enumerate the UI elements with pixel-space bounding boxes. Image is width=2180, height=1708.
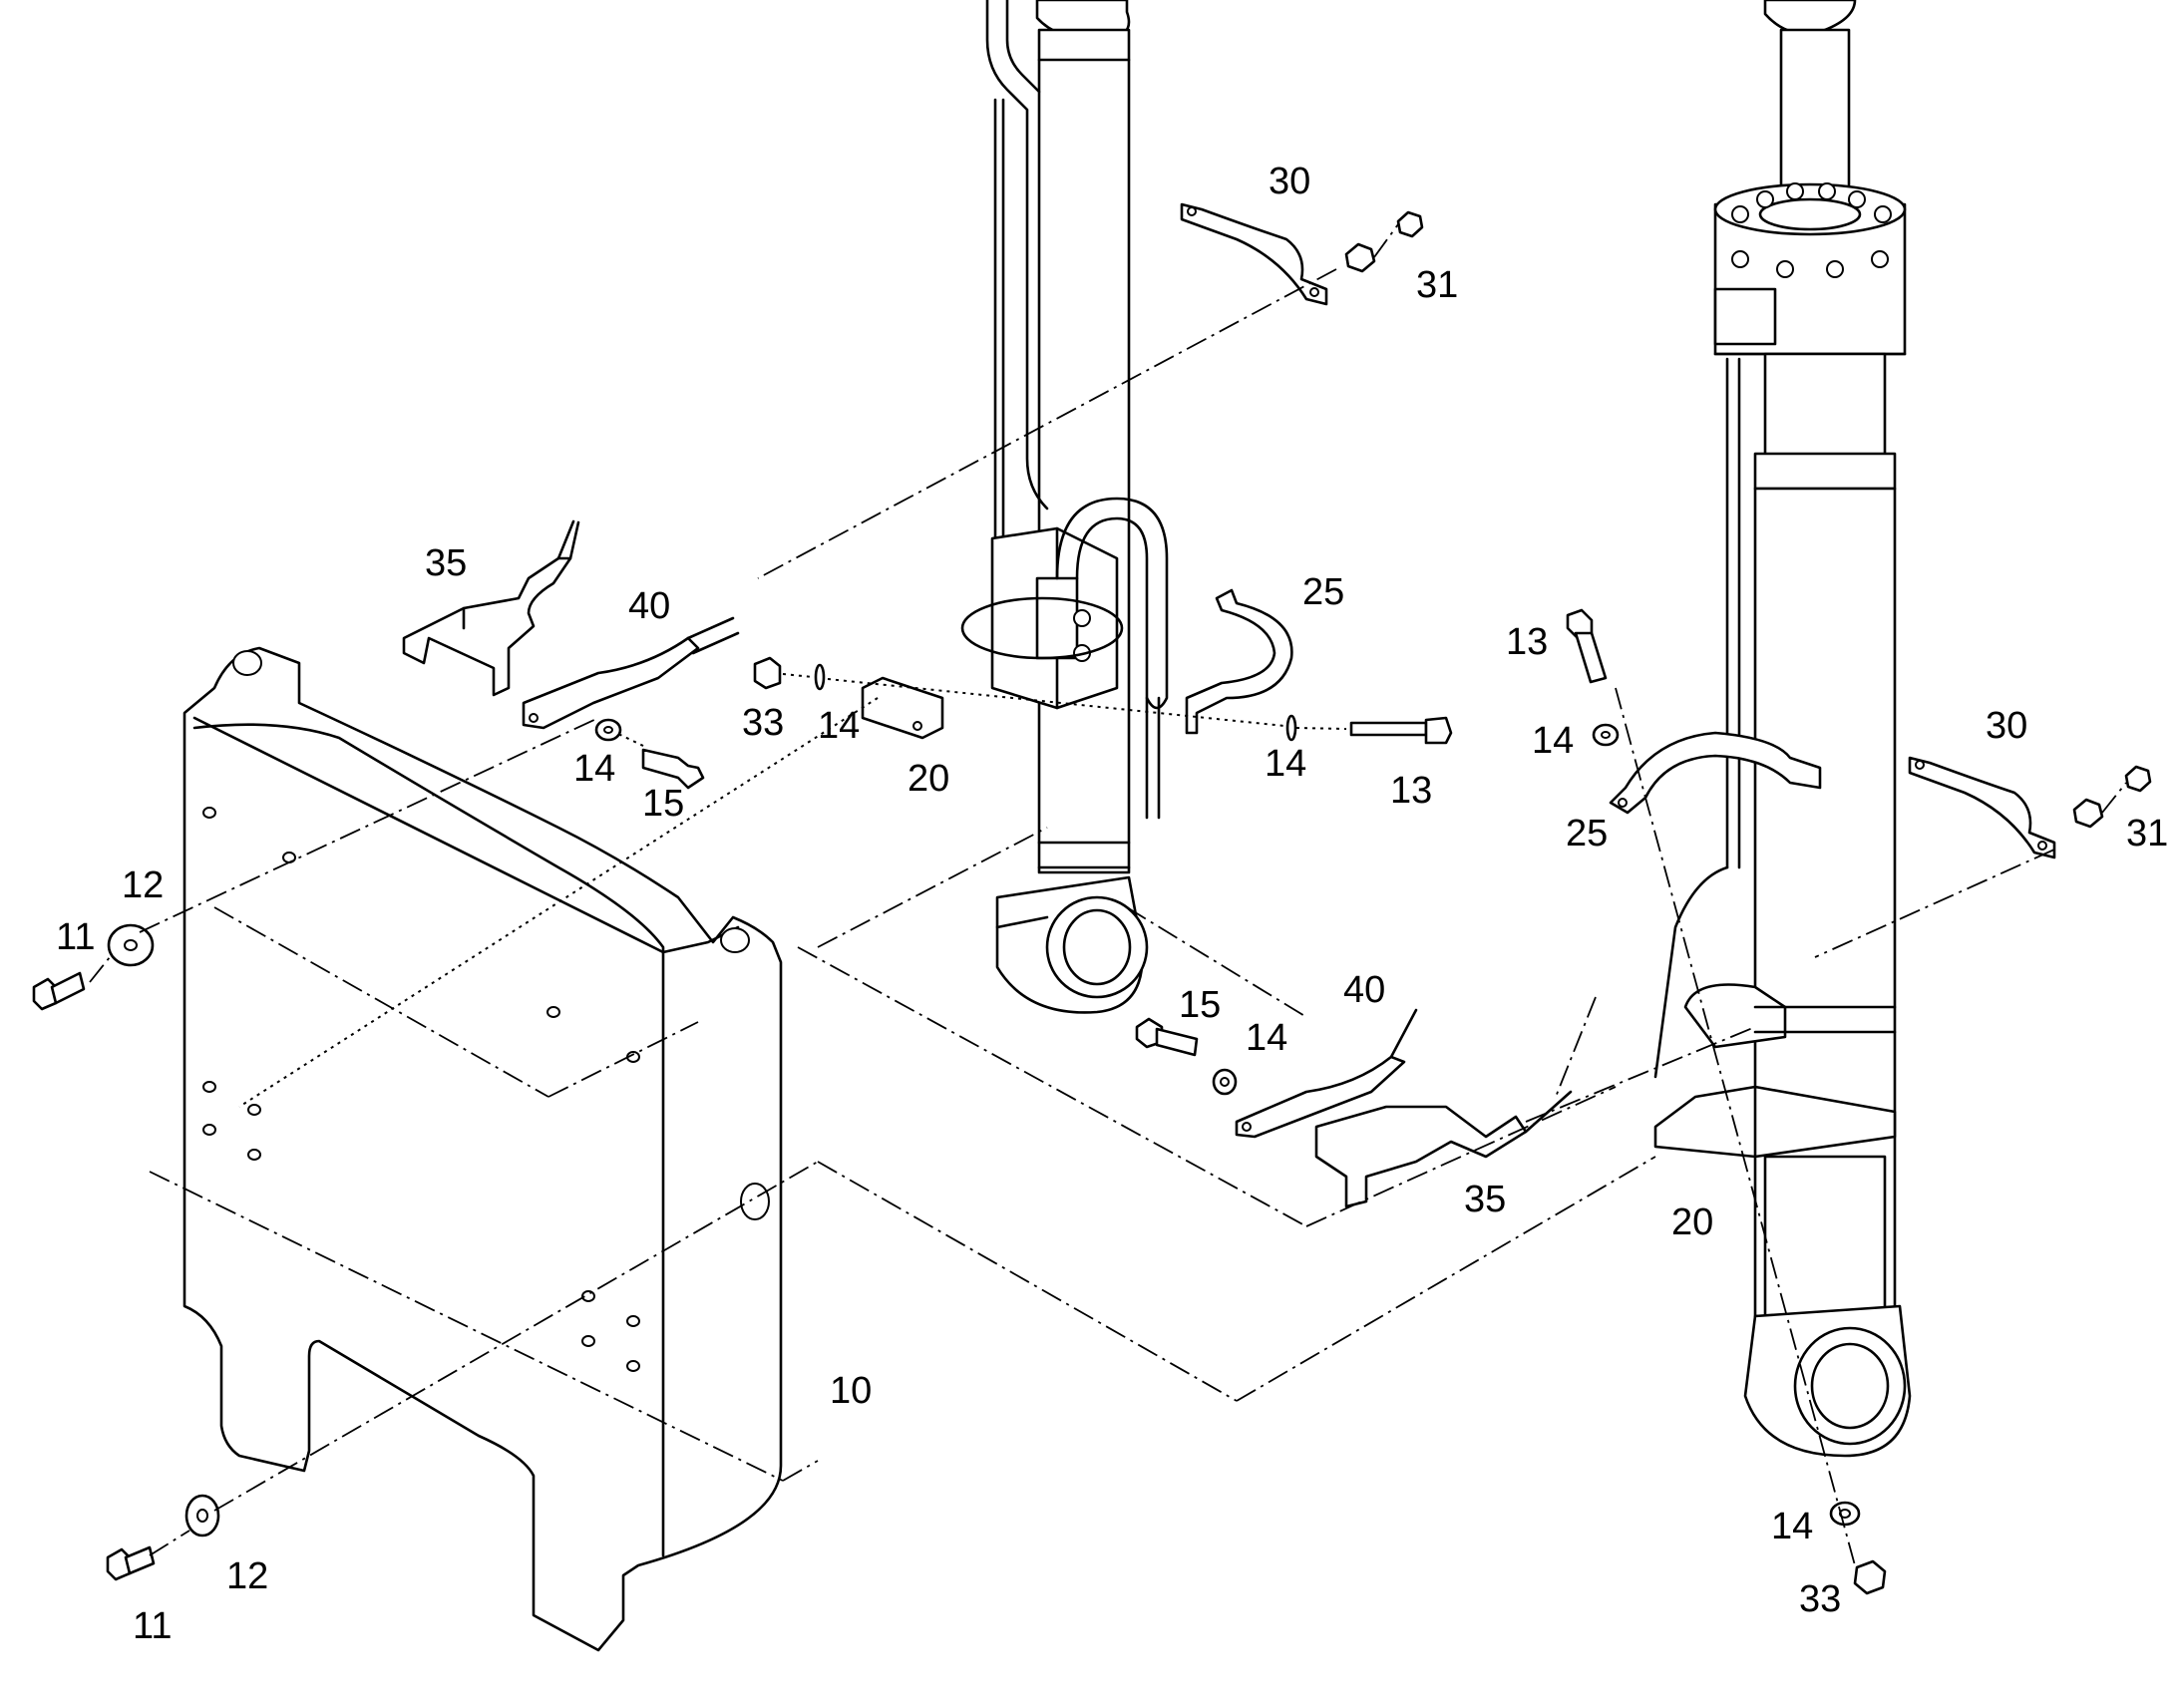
clamp-25-center — [1185, 588, 1293, 735]
callout-c11a: 11 — [56, 916, 95, 958]
washer-14-upper-left — [594, 718, 622, 742]
plate-40-bottom — [1235, 1008, 1418, 1139]
callout-c15b: 15 — [1179, 984, 1221, 1026]
washer-12-lower — [184, 1494, 220, 1537]
callout-c13a: 13 — [1506, 621, 1548, 663]
bolt-11-lower — [106, 1545, 156, 1581]
flange-bolts — [1731, 182, 1892, 278]
clamp-30-top — [1180, 202, 1328, 306]
callout-c20a: 20 — [908, 758, 949, 800]
frame-holes — [202, 807, 770, 1372]
bolt-15-upper — [641, 748, 705, 790]
nut-31-top — [1344, 210, 1424, 273]
callout-c14a: 14 — [818, 705, 860, 747]
callout-c14c: 14 — [1265, 743, 1306, 785]
callout-c15a: 15 — [642, 783, 684, 825]
washer-14-right-upper — [1592, 723, 1620, 747]
bolt-11-upper — [32, 971, 86, 1011]
callout-c10: 10 — [830, 1370, 872, 1412]
bracket-35-top — [402, 519, 580, 697]
callout-c35b: 35 — [1464, 1179, 1506, 1220]
callout-c40b: 40 — [1343, 969, 1385, 1011]
washer-12-upper — [107, 923, 155, 967]
callout-c35a: 35 — [425, 542, 467, 584]
callout-c31b: 31 — [2126, 813, 2168, 854]
nut-33-bottom-right — [1853, 1559, 1887, 1595]
callout-c12b: 12 — [226, 1555, 268, 1597]
right-hydraulic-cylinder — [1653, 0, 1912, 1458]
callout-c40a: 40 — [628, 585, 670, 627]
washer-14-lower-left — [1212, 1068, 1238, 1096]
left-hydraulic-cylinder — [960, 0, 1169, 1014]
bolt-15-lower — [1135, 1017, 1199, 1057]
callout-c11b: 11 — [133, 1605, 172, 1647]
callout-c33b: 33 — [1799, 1578, 1841, 1620]
callout-c30a: 30 — [1269, 161, 1310, 202]
plate-40-top — [522, 616, 740, 730]
callout-c25b: 25 — [1566, 813, 1608, 854]
callout-c14f: 14 — [1771, 1506, 1813, 1547]
clamp-30-right — [1908, 756, 2056, 859]
callout-labels: 30 31 35 40 25 13 33 14 20 14 15 14 13 14 30 25 31 12 11 15… — [56, 161, 2168, 1647]
washer-14-center-right — [1285, 714, 1297, 742]
callout-c31a: 31 — [1416, 264, 1458, 306]
nut-31-right — [2072, 765, 2152, 829]
callout-c14b: 14 — [573, 748, 615, 790]
assembly-lines — [89, 223, 2127, 1566]
callout-c14d: 14 — [1532, 720, 1574, 762]
bracket-20-center — [861, 676, 944, 740]
callout-c30b: 30 — [1986, 705, 2027, 747]
callout-c13b: 13 — [1390, 770, 1432, 812]
bolt-13-vertical — [1566, 608, 1608, 684]
callout-c14e: 14 — [1246, 1017, 1287, 1059]
washer-14-center — [814, 663, 826, 691]
callout-c33a: 33 — [742, 702, 784, 744]
callout-c20b: 20 — [1671, 1201, 1713, 1243]
nut-33-center — [753, 656, 782, 690]
callout-c25a: 25 — [1302, 571, 1344, 613]
bracket-35-bottom — [1314, 1090, 1573, 1208]
callout-c12a: 12 — [122, 864, 164, 906]
clamp-25-right — [1609, 731, 1822, 815]
bolt-13-horizontal — [1349, 716, 1453, 745]
frame-part-10 — [182, 646, 783, 1652]
washer-14-bottom-right — [1829, 1501, 1861, 1527]
